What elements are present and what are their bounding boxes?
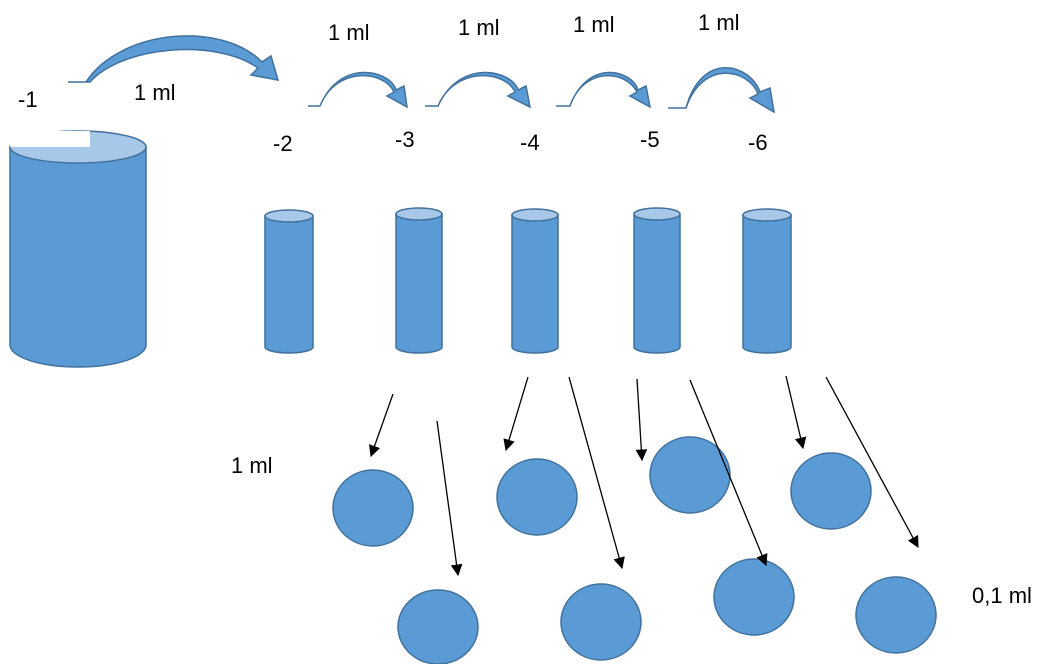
curved-arrow-2-3 — [308, 71, 408, 109]
label-transfer-2-3: 1 ml — [328, 20, 370, 45]
plating-arrow-01ml-3 — [436, 420, 463, 577]
tube-dilution-6 — [742, 208, 792, 354]
plate-01ml-dilution-4 — [560, 583, 642, 661]
plating-arrow-1ml-5 — [635, 378, 648, 462]
tube-dilution-2 — [264, 209, 314, 354]
label-dilution-3: -3 — [395, 127, 415, 152]
label-transfer-5-6: 1 ml — [698, 10, 740, 35]
tube-dilution-4 — [511, 208, 559, 354]
plate-01ml-dilution-6 — [855, 576, 937, 654]
beaker-dilution-1 — [9, 130, 147, 368]
plating-arrow-01ml-6 — [825, 376, 919, 549]
plate-1ml-dilution-6 — [790, 452, 872, 530]
label-plate-volume-top: 1 ml — [231, 453, 273, 478]
plate-1ml-dilution-3 — [332, 469, 414, 547]
label-dilution-1: -1 — [18, 87, 38, 112]
label-transfer-1-2: 1 ml — [134, 80, 176, 105]
curved-arrow-3-4 — [425, 71, 532, 109]
tube-dilution-3 — [395, 207, 443, 354]
plating-arrow-1ml-6 — [785, 375, 807, 450]
label-plate-volume-bottom: 0,1 ml — [972, 583, 1032, 608]
plating-arrow-01ml-4 — [568, 376, 625, 570]
label-dilution-2: -2 — [273, 131, 293, 156]
curved-arrow-5-6 — [668, 67, 776, 114]
label-transfer-4-5: 1 ml — [573, 12, 615, 37]
plating-arrow-1ml-3 — [369, 393, 394, 458]
curved-arrow-1-2 — [68, 35, 280, 83]
label-dilution-6: -6 — [748, 130, 768, 155]
label-transfer-3-4: 1 ml — [458, 15, 500, 40]
plating-arrow-01ml-5 — [689, 379, 768, 567]
plate-01ml-dilution-5 — [713, 558, 795, 636]
plate-1ml-dilution-5 — [649, 436, 731, 514]
tube-dilution-5 — [633, 207, 681, 354]
plate-1ml-dilution-4 — [496, 458, 578, 536]
curved-arrow-4-5 — [556, 71, 652, 109]
plate-01ml-dilution-3 — [397, 589, 479, 664]
label-dilution-4: -4 — [520, 130, 540, 155]
plating-arrow-1ml-4 — [503, 376, 529, 452]
label-dilution-5: -5 — [640, 127, 660, 152]
